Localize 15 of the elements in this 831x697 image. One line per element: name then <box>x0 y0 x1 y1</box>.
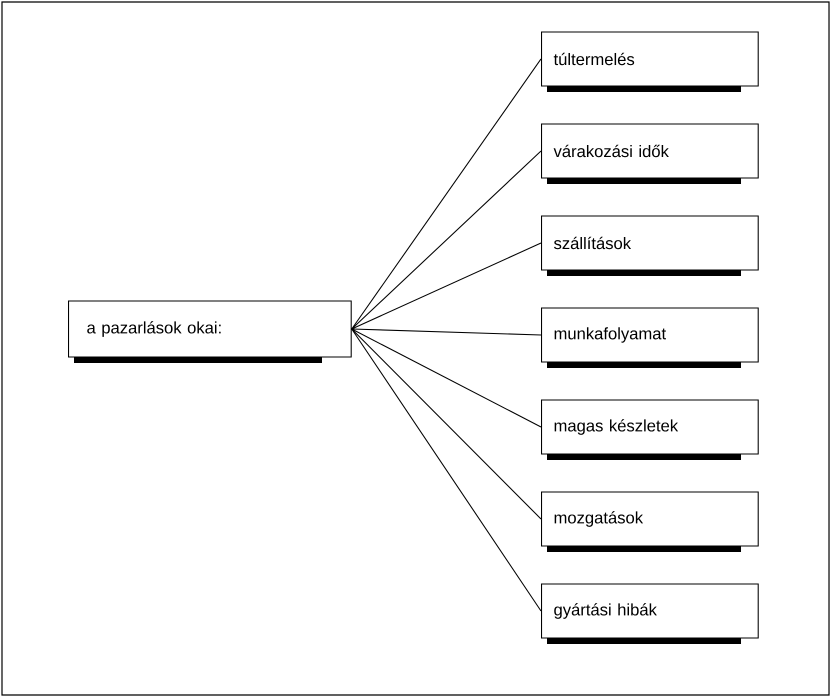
label-box: munkafolyamat <box>541 307 759 368</box>
connector-line <box>351 328 542 612</box>
label-box: mozgatások <box>541 491 759 552</box>
label-box: szállítások <box>541 215 759 276</box>
label-box: magas készletek <box>541 399 759 460</box>
connector-line <box>352 328 542 336</box>
connector-line <box>352 242 542 330</box>
connector-line <box>351 150 542 330</box>
label-box: a pazarlások okai: <box>68 300 352 363</box>
label-box: gyártási hibák <box>541 583 759 644</box>
label-box: túltermelés <box>541 31 759 92</box>
connector-line <box>351 328 542 520</box>
label-box: várakozási idők <box>541 123 759 184</box>
connector-line <box>352 328 542 428</box>
connector-line <box>351 58 542 330</box>
